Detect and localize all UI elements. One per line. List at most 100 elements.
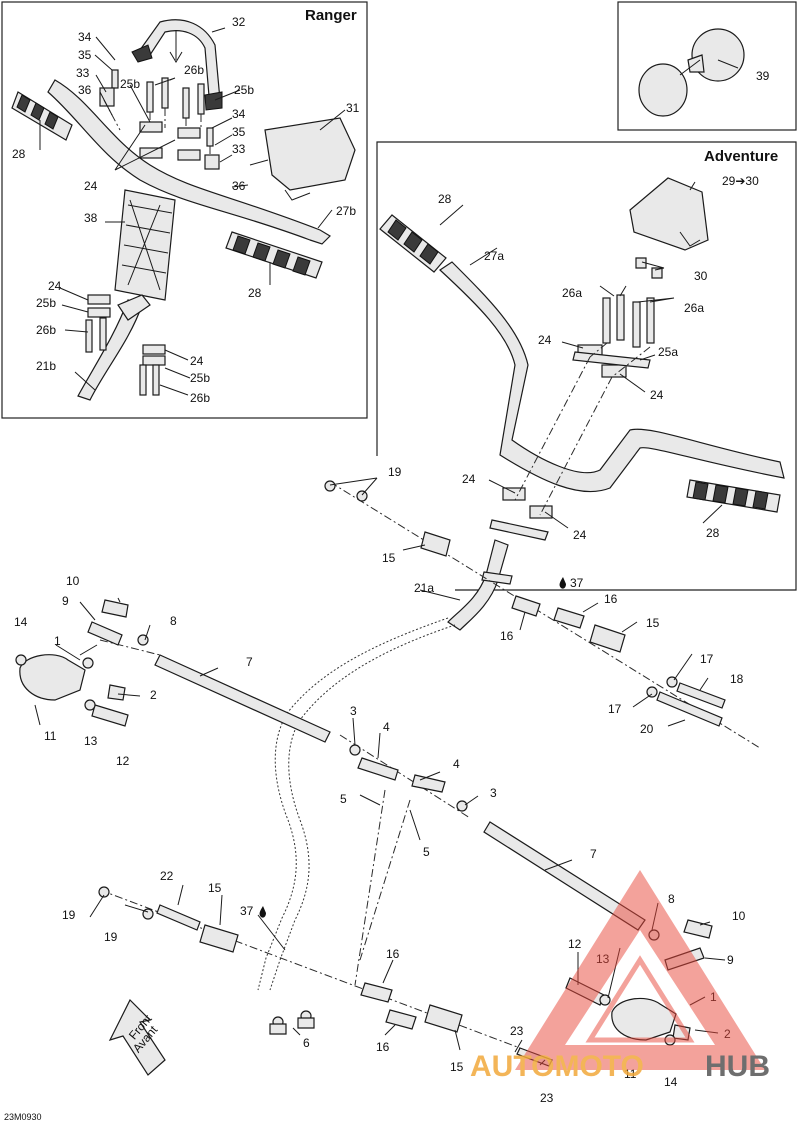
tie-rod-left [154, 654, 331, 743]
watermark-text-1: AUTOMOTO [470, 1050, 644, 1083]
steering-column-upper [447, 539, 509, 631]
callout-c16d: 16 [376, 1040, 390, 1054]
callout-c1a: 1 [54, 634, 61, 648]
ranger-title: Ranger [305, 7, 357, 24]
callout-c4a: 4 [383, 720, 390, 734]
callout-c28d: 28 [706, 526, 720, 540]
callout-c26a2: 26a [684, 301, 704, 315]
callout-c26b2: 26b [36, 323, 56, 337]
ranger-right-grip [225, 231, 323, 279]
callout-c36b: 36 [232, 179, 246, 193]
callout-c8a: 8 [170, 614, 177, 628]
callouts: 1 1 2 2 3 3 4 4 5 5 6 7 7 8 8 9 9 10 10 … [12, 15, 770, 1105]
callout-c30: 30 [694, 269, 708, 283]
callout-c36a: 36 [78, 83, 92, 97]
callout-c27a: 27a [484, 249, 504, 263]
callout-c23a: 23 [510, 1024, 524, 1038]
callout-c15b: 15 [646, 616, 660, 630]
callout-c24a: 24 [84, 179, 98, 193]
callout-c39: 39 [756, 69, 770, 83]
callout-c34a: 34 [78, 30, 92, 44]
callout-c5a: 5 [340, 792, 347, 806]
callout-c15c: 15 [208, 881, 222, 895]
callout-c31: 31 [346, 101, 360, 115]
callout-c24g: 24 [573, 528, 587, 542]
callout-c3b: 3 [490, 786, 497, 800]
callout-c24e: 24 [650, 388, 664, 402]
callout-c18: 18 [730, 672, 744, 686]
adventure-handlebar [439, 261, 785, 493]
callout-c28b: 28 [248, 286, 262, 300]
callout-c37a: 37 [570, 576, 584, 590]
callout-c7a: 7 [246, 655, 253, 669]
callout-c23b: 23 [540, 1091, 554, 1105]
callout-c14b: 14 [664, 1075, 678, 1089]
cover-31 [264, 117, 356, 191]
callout-c26b1: 26b [184, 63, 204, 77]
callout-c26a1: 26a [562, 286, 582, 300]
oil-drop-icon [559, 577, 566, 589]
callout-c17a: 17 [700, 652, 714, 666]
callout-c21b: 21b [36, 359, 56, 373]
horn-panel [617, 1, 797, 131]
callout-c37b: 37 [240, 904, 254, 918]
callout-c24f: 24 [462, 472, 476, 486]
callout-c12a: 12 [116, 754, 130, 768]
horn-39 [638, 28, 745, 117]
callout-c28a: 28 [12, 147, 26, 161]
callout-c25b3: 25b [36, 296, 56, 310]
front-arrow: Front Avant [108, 998, 166, 1076]
adventure-right-grip [686, 479, 781, 513]
callout-c16a: 16 [500, 629, 514, 643]
ranger-panel [1, 1, 368, 419]
callout-c13a: 13 [84, 734, 98, 748]
callout-c35a: 35 [78, 48, 92, 62]
callout-c15d: 15 [450, 1060, 464, 1074]
callout-c9a: 9 [62, 594, 69, 608]
callout-c4b: 4 [453, 757, 460, 771]
callout-c11a: 11 [44, 729, 57, 743]
callout-c22: 22 [160, 869, 174, 883]
watermark-text-2: HUB [705, 1050, 770, 1083]
bolts [156, 682, 726, 1067]
callout-c21a: 21a [414, 581, 434, 595]
bushings [199, 531, 626, 1033]
callout-c33a: 33 [76, 66, 90, 80]
callout-c29: 29➔30 [722, 174, 759, 188]
callout-c10b: 10 [732, 909, 746, 923]
callout-c28c: 28 [438, 192, 452, 206]
callout-c15a: 15 [382, 551, 396, 565]
adventure-title: Adventure [704, 148, 778, 165]
callout-c24b: 24 [48, 279, 62, 293]
adventure-panel [376, 141, 797, 591]
callout-c26b3: 26b [190, 391, 210, 405]
callout-c25a: 25a [658, 345, 678, 359]
callout-c25b1: 25b [120, 77, 140, 91]
callout-c24c: 24 [190, 354, 204, 368]
callout-c9b: 9 [727, 953, 734, 967]
watermark-logo-icon [515, 870, 765, 1070]
oil-drop-icon-2 [259, 906, 266, 918]
callout-c7b: 7 [590, 847, 597, 861]
steering-column-lower [257, 617, 456, 991]
callout-c8b: 8 [668, 892, 675, 906]
callout-c19b: 19 [62, 908, 76, 922]
adventure-clamp-hardware [489, 257, 663, 541]
callout-c10a: 10 [66, 574, 80, 588]
callout-c25b2: 25b [234, 83, 254, 97]
callout-c25b4: 25b [190, 371, 210, 385]
adventure-cover [629, 177, 709, 251]
callout-c12b: 12 [568, 937, 582, 951]
drawing-number: 23M0930 [4, 1112, 42, 1122]
callout-c32: 32 [232, 15, 246, 29]
watermark: AUTOMOTO HUB [470, 870, 770, 1083]
callout-c38: 38 [84, 211, 98, 225]
callout-c24d: 24 [538, 333, 552, 347]
callout-c3a: 3 [350, 704, 357, 718]
callout-c17b: 17 [608, 702, 622, 716]
callout-c20: 20 [640, 722, 654, 736]
callout-c35b: 35 [232, 125, 246, 139]
callout-c34b: 34 [232, 107, 246, 121]
callout-c27b: 27b [336, 204, 356, 218]
